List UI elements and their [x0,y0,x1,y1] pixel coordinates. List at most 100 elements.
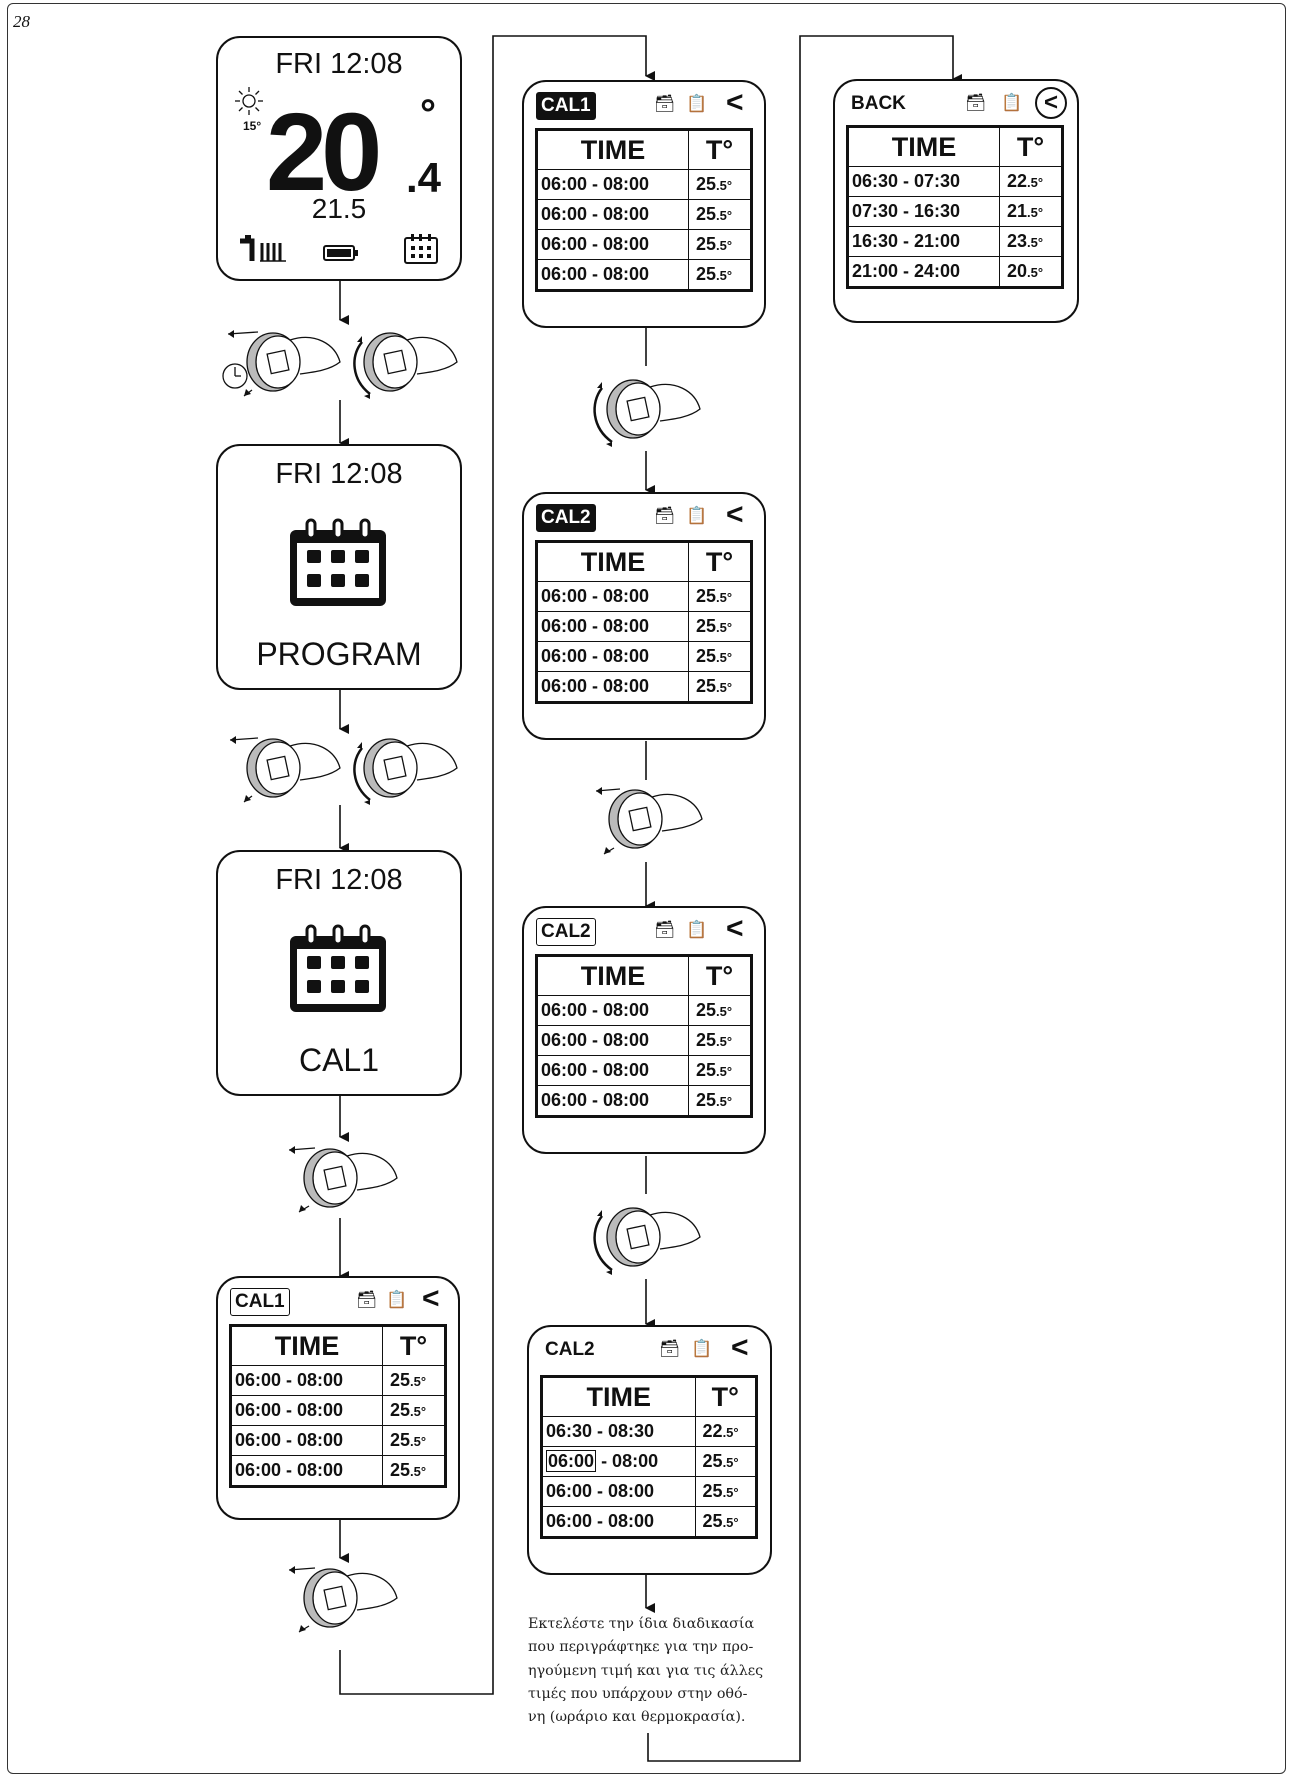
back-icon: < [726,498,744,531]
time-cell: 06:00 - 08:00 [535,199,690,230]
back-icon: < [726,86,744,119]
time-header: TIME [535,541,690,582]
back-icon: < [726,912,744,945]
note-line: τιμές που υπάρχουν στην οθό- [528,1685,748,1702]
back-icon: < [422,1282,440,1315]
knob-press-rotate-2 [229,736,458,805]
temp-cell: 21.5° [999,196,1063,227]
time-cell: 06:00 - 08:00 [229,1455,384,1487]
outside-temp: 15° [243,119,262,133]
time-cell: 06:00 - 08:00 [535,581,690,612]
program-screen: FRI 12:08 PROGRAM [216,444,462,690]
radiator-icon [240,235,286,262]
temp-cell: 25.5° [382,1455,446,1487]
time-header: TIME [541,1376,696,1417]
time-cell: 06:30 - 07:30 [846,166,1001,197]
home-day-time: FRI 12:08 [275,48,403,80]
temp-cell: 20.5° [999,256,1063,288]
time-cell: 06:30 - 08:30 [541,1416,696,1447]
page-number: 28 [13,12,30,31]
temp-cell: 25.5° [694,1476,758,1507]
paste-icon: 📋 [386,1290,408,1309]
paste-icon: 📋 [686,920,708,939]
temp-cell: 25.5° [382,1395,446,1426]
time-header: TIME [846,126,1001,167]
screen-tag: CAL2 [536,918,596,946]
temp-cell: 25.5° [382,1365,446,1396]
paste-icon: 📋 [1001,93,1023,112]
knob-rotate-2 [593,1207,701,1275]
knob-press-rotate-1 [222,330,458,399]
calendar-icon [290,518,386,606]
temp-header: T° [999,126,1063,167]
time-cell: 06:00 - 08:00 [535,995,690,1026]
page-frame [7,3,1286,1774]
main-temp-decimal: .4 [406,154,442,201]
battery-icon [323,245,358,261]
paste-icon: 📋 [686,94,708,113]
time-cell: 06:00 - 08:00 [535,259,690,291]
paste-icon: 📋 [686,506,708,525]
time-cell: 06:00 - 08:00 [229,1425,384,1456]
note-line: ηγούμενη τιμή και για τις άλλες [528,1662,764,1679]
time-cell: 06:00 - 08:00 [535,169,690,200]
time-cell: 06:00 - 08:00 [535,1025,690,1056]
calendar-icon [404,234,438,264]
note-line: που περιγράφτηκε για την προ- [528,1639,754,1656]
main-temp-deg: ° [420,92,436,136]
time-header: TIME [535,129,690,170]
time-cell: 21:00 - 24:00 [846,256,1001,288]
temp-cell: 25.5° [688,641,752,672]
temp-header: T° [694,1376,758,1417]
cal1-screen: FRI 12:08 CAL1 [216,850,462,1096]
temp-cell: 25.5° [688,229,752,260]
back-icon[interactable]: < [1035,87,1067,119]
program-label: PROGRAM [256,636,422,672]
copy-icon: 🗃 [356,1290,378,1309]
time-cell: 06:00 - 08:00 [535,229,690,260]
temp-cell: 25.5° [688,259,752,291]
sun-icon [235,87,263,115]
temp-cell: 23.5° [999,226,1063,257]
program-day-time: FRI 12:08 [275,458,403,490]
time-cell: 06:00 - 08:00 [535,641,690,672]
temp-cell: 22.5° [999,166,1063,197]
screen-tag: CAL2 [536,504,596,532]
time-cell: 06:00 - 08:00 [541,1446,696,1477]
selected-time-field[interactable]: 06:00 [546,1450,597,1472]
knob-press-3 [595,787,703,855]
temp-cell: 22.5° [694,1416,758,1447]
temp-cell: 25.5° [688,671,752,703]
temp-cell: 25.5° [688,199,752,230]
copy-icon: 🗃 [654,920,676,939]
cal1-label: CAL1 [298,1042,380,1078]
temp-cell: 25.5° [688,169,752,200]
cal1-day-time: FRI 12:08 [275,864,403,896]
back-icon: < [731,1331,749,1364]
note-line: Εκτελέστε την ίδια διαδικασία [528,1616,755,1632]
time-cell: 06:00 - 08:00 [541,1476,696,1507]
paste-icon: 📋 [691,1339,713,1358]
temp-cell: 25.5° [694,1506,758,1538]
